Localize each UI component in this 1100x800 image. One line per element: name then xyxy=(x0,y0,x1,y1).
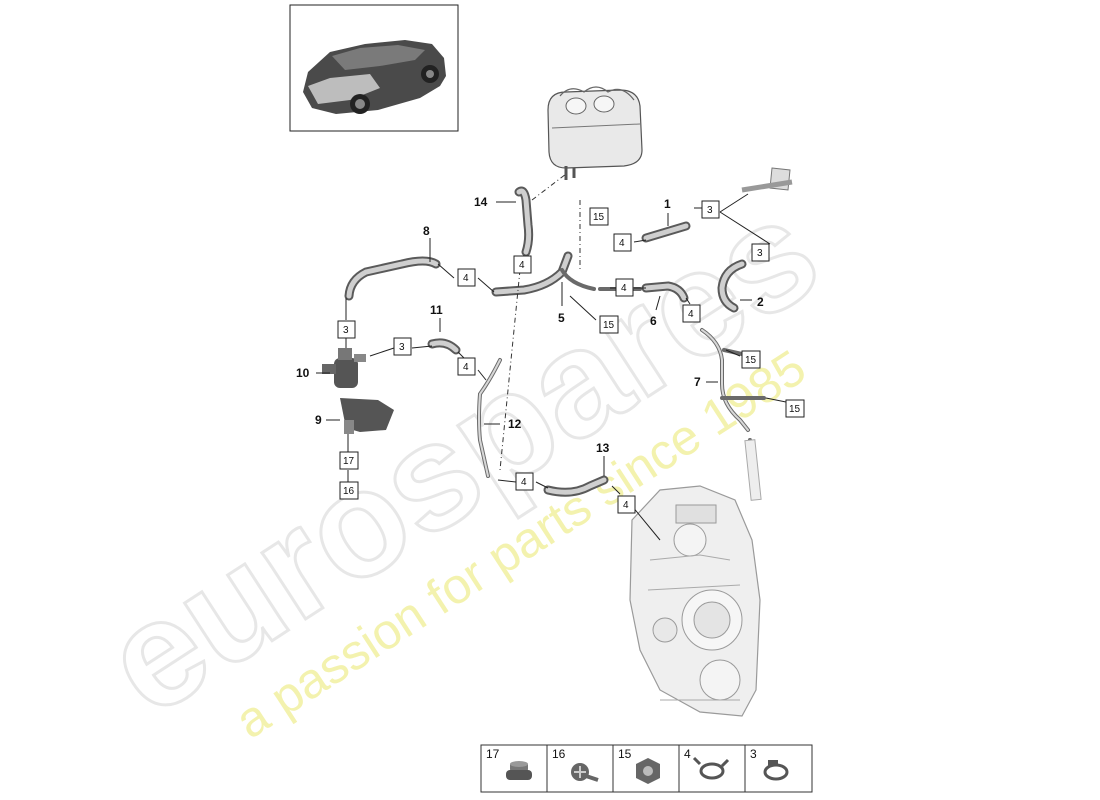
box-3-a: 3 xyxy=(701,200,720,219)
callouts: 1 2 5 6 7 8 9 10 11 12 13 14 xyxy=(296,195,764,455)
svg-text:4: 4 xyxy=(688,309,694,320)
callout-10: 10 xyxy=(296,366,310,380)
legend-cell-17: 17 xyxy=(486,747,532,780)
box-3-c: 3 xyxy=(337,320,356,339)
spring-clamp-icon xyxy=(692,756,730,780)
box-15-d: 15 xyxy=(785,399,805,418)
svg-text:16: 16 xyxy=(343,486,355,497)
box-17: 17 xyxy=(339,451,359,470)
callout-12: 12 xyxy=(508,417,522,431)
svg-text:4: 4 xyxy=(623,500,629,511)
svg-text:17: 17 xyxy=(343,456,355,467)
coolant-expansion-tank xyxy=(547,86,643,180)
legend-number: 4 xyxy=(684,747,691,761)
legend-number: 17 xyxy=(486,747,500,761)
box-3-d: 3 xyxy=(393,337,412,356)
callout-11: 11 xyxy=(430,303,443,317)
svg-text:4: 4 xyxy=(521,477,527,488)
box-4-g: 4 xyxy=(515,472,534,491)
box-15-c: 15 xyxy=(741,350,761,369)
svg-text:3: 3 xyxy=(757,248,763,259)
engine-block xyxy=(629,485,761,717)
legend-cell-3: 3 xyxy=(750,747,789,781)
box-4-f: 4 xyxy=(457,357,476,376)
svg-text:4: 4 xyxy=(621,283,627,294)
svg-text:15: 15 xyxy=(593,212,605,223)
pump-bracket xyxy=(340,398,394,434)
callout-5: 5 xyxy=(558,311,565,325)
callout-2: 2 xyxy=(757,295,764,309)
box-4-e: 4 xyxy=(682,304,701,323)
callout-9: 9 xyxy=(315,413,322,427)
svg-text:4: 4 xyxy=(619,238,625,249)
legend-number: 3 xyxy=(750,747,757,761)
box-15-b: 15 xyxy=(599,315,619,334)
screw-icon xyxy=(571,763,599,782)
vehicle-thumbnail xyxy=(289,4,459,132)
box-16: 16 xyxy=(339,481,359,500)
svg-text:3: 3 xyxy=(399,342,405,353)
box-4-a: 4 xyxy=(613,233,632,252)
leader-lines xyxy=(316,173,787,541)
box-4-b: 4 xyxy=(513,255,532,274)
legend-cell-16: 16 xyxy=(552,747,599,782)
callout-1: 1 xyxy=(664,197,671,211)
callout-7: 7 xyxy=(694,375,701,389)
box-4-c: 4 xyxy=(457,268,476,287)
hardware-legend: 17 16 15 4 xyxy=(480,744,813,793)
legend-number: 15 xyxy=(618,747,632,761)
svg-text:4: 4 xyxy=(463,362,469,373)
callout-8: 8 xyxy=(423,224,430,238)
box-4-d: 4 xyxy=(615,278,634,297)
svg-text:15: 15 xyxy=(789,404,801,415)
box-3-b: 3 xyxy=(751,243,770,262)
car-icon xyxy=(303,40,446,114)
legend-cell-15: 15 xyxy=(618,747,660,784)
callout-6: 6 xyxy=(650,314,657,328)
svg-text:3: 3 xyxy=(343,325,349,336)
box-15-a: 15 xyxy=(589,207,609,226)
part-boxes: 3 3 3 3 4 4 4 4 4 4 4 4 15 15 15 15 17 1… xyxy=(337,200,805,514)
nut-icon xyxy=(636,758,660,784)
svg-text:15: 15 xyxy=(603,320,615,331)
plug-icon xyxy=(506,761,532,780)
legend-cell-4: 4 xyxy=(684,747,730,780)
electric-water-pump xyxy=(322,348,366,388)
callout-14: 14 xyxy=(474,195,488,209)
svg-text:4: 4 xyxy=(463,273,469,284)
svg-text:4: 4 xyxy=(519,260,525,271)
box-4-h: 4 xyxy=(617,495,636,514)
callout-13: 13 xyxy=(596,441,610,455)
legend-number: 16 xyxy=(552,747,566,761)
svg-text:3: 3 xyxy=(707,205,713,216)
svg-text:15: 15 xyxy=(745,355,757,366)
hose-clamp-icon xyxy=(763,760,789,781)
